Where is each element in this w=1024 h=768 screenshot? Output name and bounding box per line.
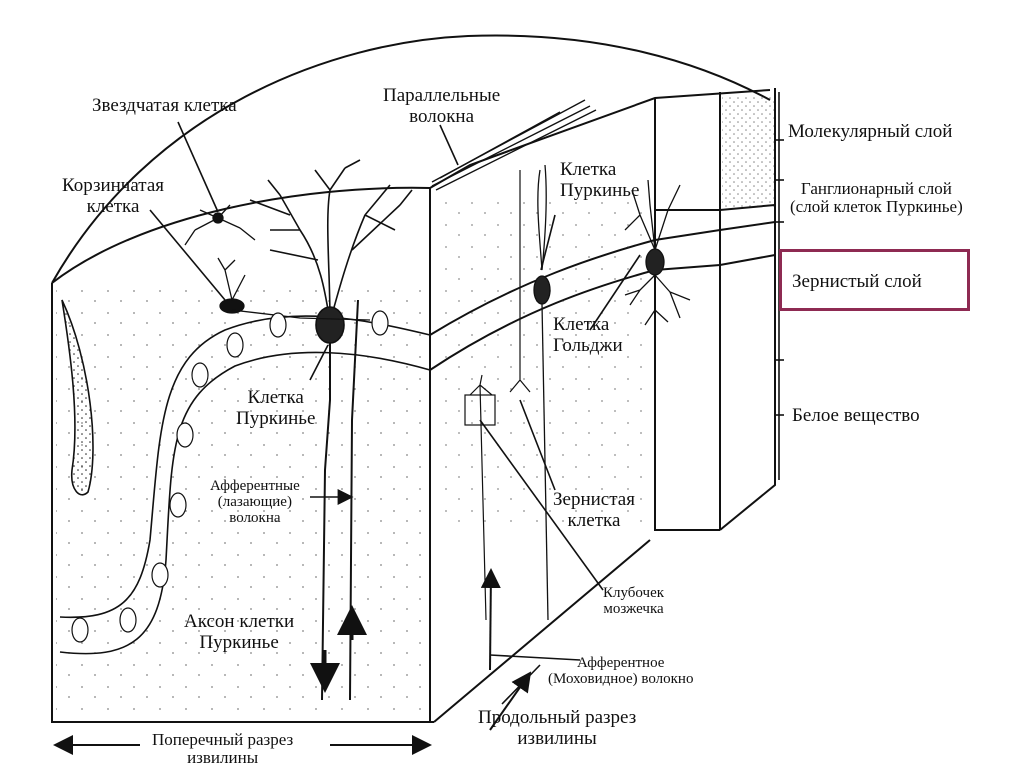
label-basket-cell: Корзинчатая клетка: [62, 175, 165, 217]
label-parallel-fibers: Параллельные волокна: [383, 85, 501, 127]
label-climbing-fibers: Афферентные (лазающие) волокна: [210, 478, 300, 527]
label-parallel-fibers-line2: волокна: [409, 105, 475, 127]
label-mossy-fiber: Афферентное (Моховидное) волокно: [548, 655, 693, 687]
label-longitudinal-line2: извилины: [517, 727, 597, 749]
label-basket-cell-line1: Корзинчатая: [62, 175, 165, 196]
layer-ganglionic-line2: (слой клеток Пуркинье): [790, 197, 963, 217]
label-parallel-fibers-line1: Параллельные: [383, 85, 501, 106]
label-climbing-line2: (лазающие): [217, 494, 292, 511]
layer-ganglionic-line1: Ганглионарный слой: [800, 179, 952, 198]
label-granule-line1: Зернистая: [553, 489, 635, 510]
label-golgi-line2: Гольджи: [553, 334, 623, 356]
label-climbing-line3: волокна: [229, 510, 281, 527]
label-axon-line2: Пуркинье: [199, 631, 279, 653]
label-golgi-line1: Клетка: [553, 314, 610, 335]
label-purkinje-cell-top: Клетка Пуркинье: [560, 159, 640, 201]
leader-lines: [149, 121, 641, 731]
label-purkinje-mid-line1: Клетка: [247, 387, 304, 408]
label-purkinje-cell-mid: Клетка Пуркинье: [236, 387, 316, 429]
label-glomerulus: Клубочек мозжечка: [603, 585, 664, 617]
label-longitudinal-line1: Продольный разрез: [478, 707, 637, 728]
label-longitudinal-section: Продольный разрез извилины: [478, 707, 637, 749]
layer-ganglionic: Ганглионарный слой (слой клеток Пуркинье…: [790, 179, 963, 217]
label-glomerulus-line2: мозжечка: [603, 601, 664, 618]
layer-granular: Зернистый слой: [792, 271, 922, 292]
granular-layer-highlight-box: [779, 249, 970, 311]
label-purkinje-top-line2: Пуркинье: [560, 179, 640, 201]
stellate-cell: [184, 204, 256, 246]
label-golgi-cell: Клетка Гольджи: [553, 314, 623, 356]
purkinje-cell-main: [249, 159, 413, 701]
transverse-face: [51, 34, 771, 723]
label-climbing-line1: Афферентные: [210, 478, 300, 494]
label-mossy-line1: Афферентное: [577, 655, 665, 671]
golgi-cell: [624, 179, 691, 326]
transverse-stipple: [56, 290, 428, 718]
label-stellate-cell: Звездчатая клетка: [92, 95, 237, 116]
label-purkinje-mid-line2: Пуркинье: [236, 407, 316, 429]
parallel-fibers: [431, 99, 597, 191]
label-transverse-section: Поперечный разрез извилины: [152, 730, 294, 768]
label-purkinje-axon: Аксон клетки Пуркинье: [184, 611, 295, 653]
label-purkinje-top-line1: Клетка: [560, 159, 617, 180]
label-basket-cell-line2: клетка: [86, 195, 140, 217]
label-transverse-line2: извилины: [187, 748, 259, 768]
label-granule-line2: клетка: [567, 509, 621, 531]
layer-white-matter: Белое вещество: [792, 405, 920, 426]
label-glomerulus-line1: Клубочек: [603, 585, 665, 601]
molecular-layer-stipple: [722, 95, 774, 207]
layer-molecular: Молекулярный слой: [788, 121, 953, 142]
climbing-fiber-cells: [71, 310, 389, 643]
purkinje-cell-longitudinal: [533, 164, 551, 621]
basket-cell: [217, 257, 371, 321]
label-granule-cell: Зернистая клетка: [553, 489, 635, 531]
label-mossy-line2: (Моховидное) волокно: [548, 671, 694, 688]
granule-cells: [464, 170, 531, 671]
label-transverse-line1: Поперечный разрез: [152, 730, 294, 749]
label-axon-line1: Аксон клетки: [184, 611, 295, 632]
